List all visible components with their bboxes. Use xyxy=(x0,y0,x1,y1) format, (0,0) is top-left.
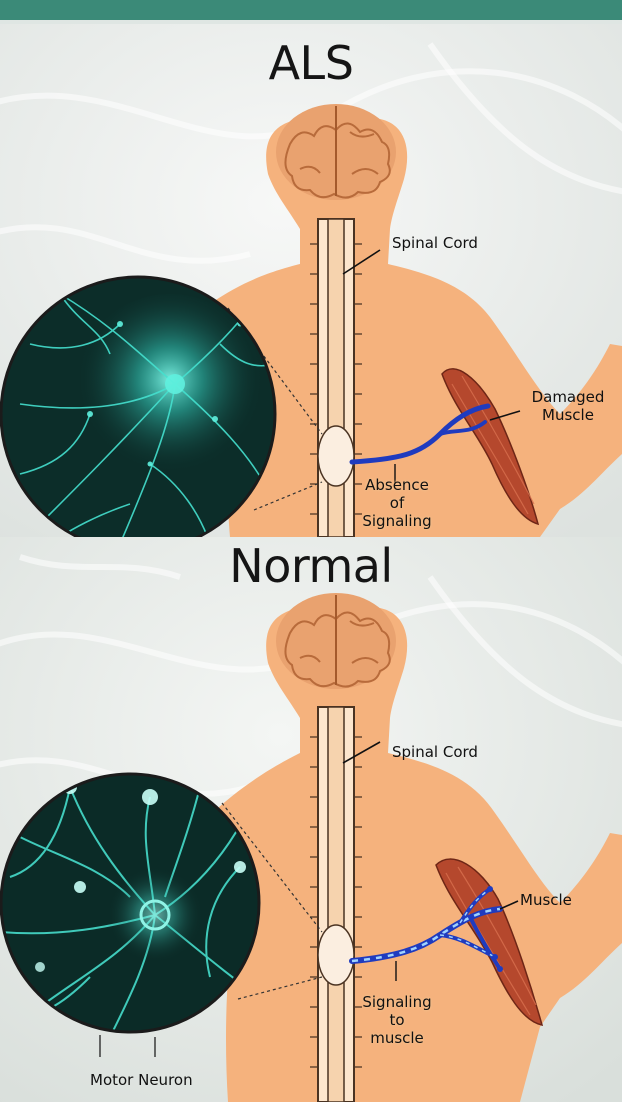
als-damaged-muscle-label-line2: Muscle xyxy=(516,406,620,424)
als-cord-highlight xyxy=(318,426,354,486)
normal-signaling-line2: to xyxy=(352,1011,442,1029)
normal-muscle-label: Muscle xyxy=(520,891,572,909)
normal-panel: Normal Spinal Cord Muscle Signaling to m… xyxy=(0,537,622,1102)
als-damaged-muscle-label-line1: Damaged xyxy=(516,388,620,406)
normal-signaling-line1: Signaling xyxy=(352,993,442,1011)
als-illustration xyxy=(0,24,622,537)
als-damaged-muscle-label: Damaged Muscle xyxy=(516,388,620,424)
als-absence-signaling-line2: of xyxy=(352,494,442,512)
top-banner xyxy=(0,0,622,20)
motor-neuron-label: Motor Neuron xyxy=(90,1071,193,1089)
als-absence-signaling-line3: Signaling xyxy=(352,512,442,530)
normal-illustration xyxy=(0,537,622,1102)
als-spinal-cord-label: Spinal Cord xyxy=(392,234,478,252)
normal-brain xyxy=(276,593,396,689)
normal-title: Normal xyxy=(0,539,622,593)
normal-cord-highlight xyxy=(318,925,354,985)
als-absence-signaling-label: Absence of Signaling xyxy=(352,476,442,530)
als-panel: ALS Spinal Cord Damaged Muscle Absence o… xyxy=(0,24,622,537)
normal-signaling-line3: muscle xyxy=(352,1029,442,1047)
als-brain xyxy=(276,104,396,200)
als-absence-signaling-line1: Absence xyxy=(352,476,442,494)
normal-signaling-label: Signaling to muscle xyxy=(352,993,442,1047)
normal-spinal-cord-label: Spinal Cord xyxy=(392,743,478,761)
als-title: ALS xyxy=(0,36,622,90)
